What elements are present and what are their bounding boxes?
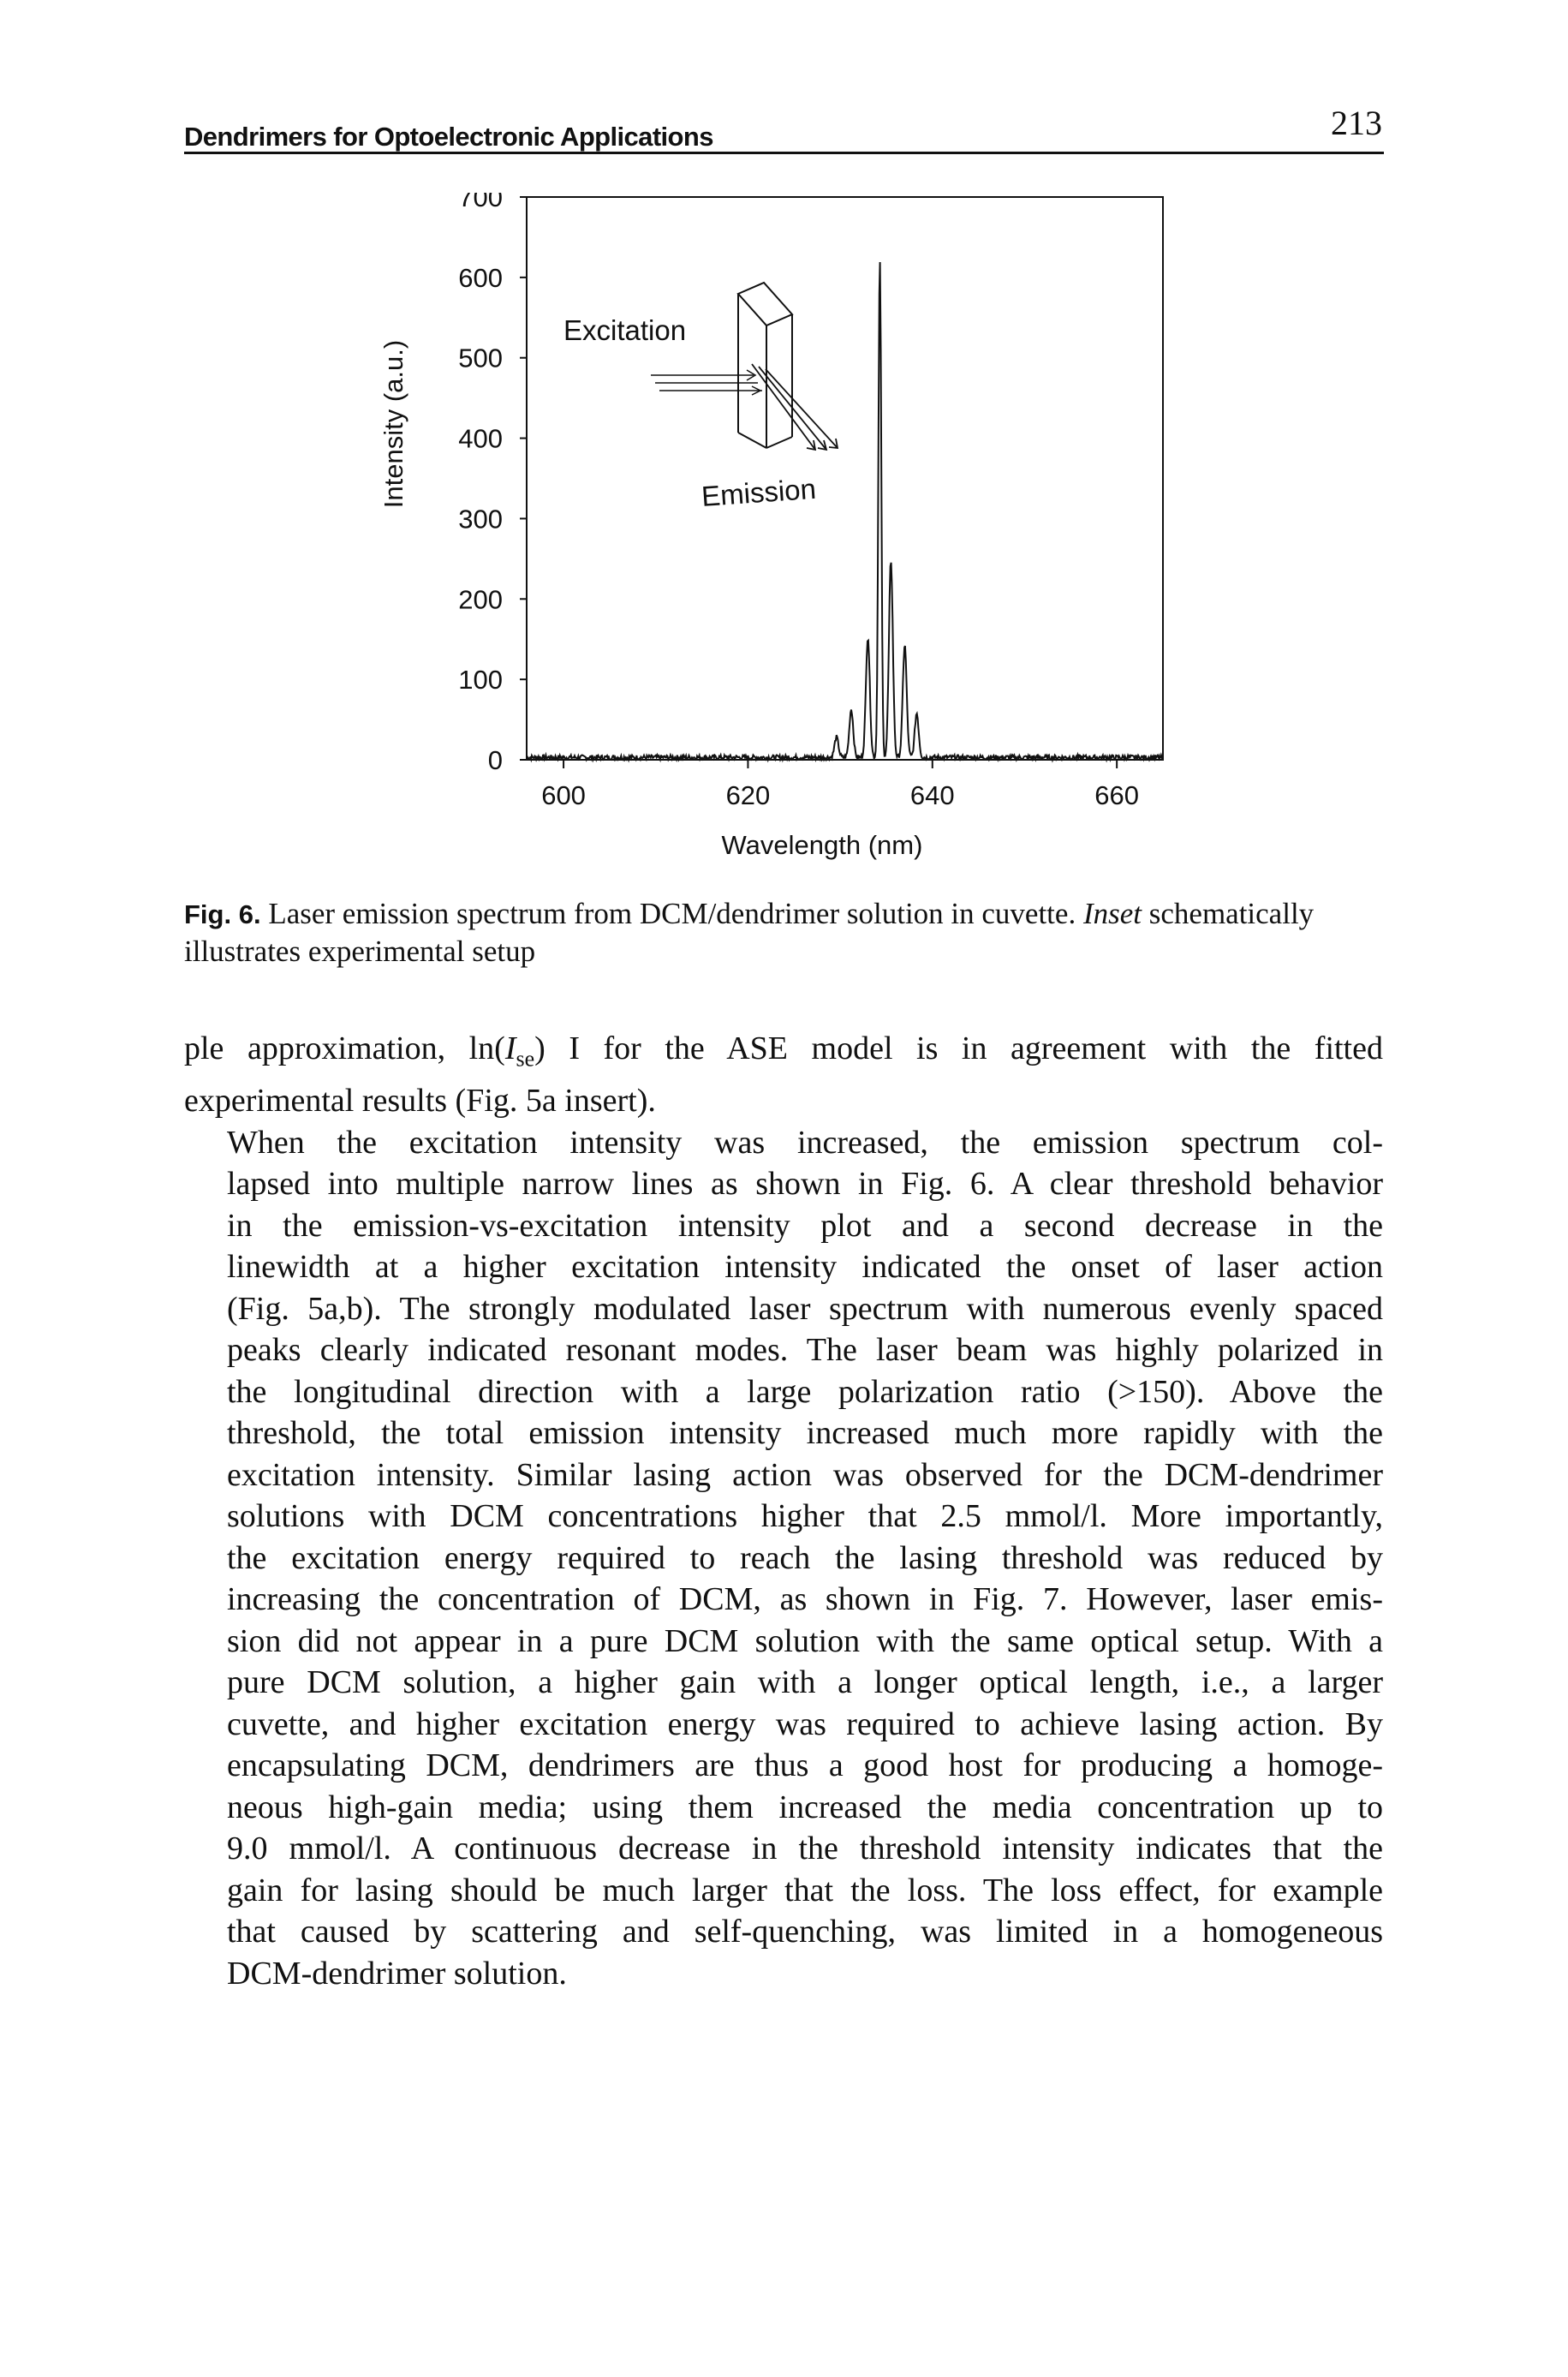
x-tick-label: 620 — [726, 780, 771, 810]
running-head: Dendrimers for Optoelectronic Applicatio… — [184, 122, 713, 152]
y-tick-label: 200 — [458, 584, 503, 614]
cuvette-icon — [736, 281, 794, 449]
cuvette-inset: Excitation — [563, 281, 839, 512]
figure-caption: Fig. 6. Laser emission spectrum from DCM… — [184, 895, 1383, 970]
text-line: excitation intensity. Similar lasing act… — [227, 1456, 1383, 1493]
text-line: pure DCM solution, a higher gain with a … — [227, 1664, 1383, 1701]
figure-caption-text-end: schematically illustrates experimental s… — [184, 897, 1315, 968]
text-line: encapsulating DCM, dendrimers are thus a… — [227, 1747, 1383, 1784]
text-line: lapsed into multiple narrow lines as sho… — [227, 1166, 1383, 1203]
figure-caption-text: Laser emission spectrum from DCM/dendrim… — [260, 897, 1083, 930]
text-line: linewidth at a higher excitation intensi… — [227, 1249, 1383, 1286]
inset-excitation-label: Excitation — [563, 314, 686, 346]
text-line: gain for lasing should be much larger th… — [227, 1872, 1383, 1908]
x-tick-label: 600 — [541, 780, 586, 810]
text-line: experimental results (Fig. 5a insert). — [184, 1083, 656, 1120]
text-line: 9.0 mmol/l. A continuous decrease in the… — [227, 1831, 1383, 1867]
text-line: sion did not appear in a pure DCM soluti… — [227, 1622, 1383, 1659]
text-line: cuvette, and higher excitation energy wa… — [227, 1705, 1383, 1742]
inset-emission-label: Emission — [701, 473, 817, 512]
figure-caption-label: Fig. 6. — [184, 899, 261, 929]
header-rule — [184, 152, 1384, 154]
text-line: the longitudinal direction with a large … — [227, 1373, 1383, 1410]
text-line: (Fig. 5a,b). The strongly modulated lase… — [227, 1290, 1383, 1327]
y-axis: 0 100 200 300 400 500 600 700 — [458, 193, 527, 775]
text-line: that caused by scattering and self-quenc… — [227, 1914, 1383, 1950]
excitation-beam-arrows — [651, 369, 762, 396]
figure-caption-italic: Inset — [1082, 897, 1142, 930]
y-tick-label: 300 — [458, 504, 503, 534]
x-tick-label: 640 — [910, 780, 955, 810]
y-tick-label: 0 — [488, 745, 503, 775]
y-axis-label: Intensity (a.u.) — [379, 340, 408, 508]
text-line: solutions with DCM concentrations higher… — [227, 1498, 1383, 1535]
text-line: ple approximation, ln(Ise) I for the ASE… — [184, 1030, 1383, 1072]
y-tick-label: 100 — [458, 665, 503, 695]
text-line: the excitation energy required to reach … — [227, 1539, 1383, 1576]
y-tick-label: 400 — [458, 424, 503, 454]
paragraph: ple approximation, ln(Ise) I for the ASE… — [184, 1028, 1383, 1122]
plot-frame — [526, 196, 1164, 761]
emission-spectrum-chart: 0 100 200 300 400 500 600 700 600 620 640 660 Inte… — [379, 193, 1164, 860]
text-line: peaks clearly indicated resonant modes. … — [227, 1332, 1383, 1369]
x-tick-label: 660 — [1094, 780, 1139, 810]
text-line: in the emission-vs-excitation intensity … — [227, 1207, 1383, 1244]
text-line: increasing the concentration of DCM, as … — [227, 1581, 1383, 1618]
y-tick-label: 600 — [458, 263, 503, 293]
y-tick-label: 700 — [458, 193, 503, 212]
text-line: When the excitation intensity was increa… — [227, 1124, 1383, 1161]
spectrum-line — [526, 261, 1164, 763]
text-line: threshold, the total emission intensity … — [227, 1415, 1383, 1452]
paragraph: When the excitation intensity was increa… — [184, 1122, 1383, 1995]
body-text: ple approximation, ln(Ise) I for the ASE… — [184, 1028, 1383, 1994]
emission-beam-arrows — [751, 363, 839, 451]
x-axis: 600 620 640 660 — [541, 760, 1139, 810]
text-line: DCM-dendrimer solution. — [227, 1955, 567, 1992]
page-number: 213 — [1331, 104, 1382, 142]
y-tick-label: 500 — [458, 343, 503, 373]
text-line: neous high-gain media; using them increa… — [227, 1789, 1383, 1825]
x-axis-label: Wavelength (nm) — [722, 830, 923, 860]
